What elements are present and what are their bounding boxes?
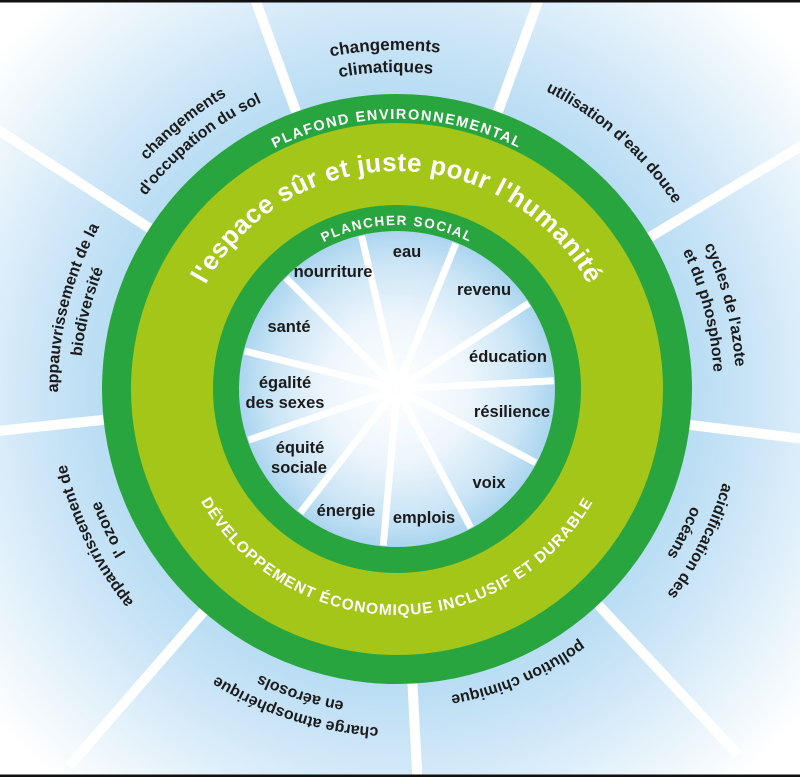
divider-ray	[400, 300, 531, 389]
divider-ray	[250, 0, 302, 115]
divider-ray	[492, 0, 544, 115]
divider-ray	[400, 388, 538, 466]
divider-ray	[0, 125, 154, 234]
social-label-egalite-line2: des sexes	[246, 394, 325, 412]
social-label-sante: santé	[267, 318, 310, 336]
bottom-border-line	[0, 774, 800, 777]
social-label-voix: voix	[472, 474, 506, 492]
divider-ray	[247, 387, 393, 444]
top-border-line	[0, 0, 800, 3]
social-label-revenu: revenu	[457, 281, 511, 299]
divider-ray	[297, 391, 397, 515]
social-label-eau: eau	[393, 243, 421, 261]
social-label-resilience: résilience	[474, 403, 550, 421]
divider-ray	[646, 141, 800, 242]
social-label-emplois: emplois	[393, 509, 455, 527]
inner-sector-dividers	[243, 235, 554, 546]
divider-ray	[283, 275, 396, 388]
divider-ray	[65, 607, 208, 770]
divider-ray	[0, 414, 106, 436]
divider-ray	[396, 242, 460, 385]
divider-ray	[688, 419, 800, 444]
divider-ray	[243, 347, 393, 391]
divider-ray	[358, 235, 400, 384]
social-label-energie: énergie	[317, 502, 376, 520]
social-label-egalite-line1: égalité	[259, 374, 311, 392]
divider-ray	[407, 682, 423, 777]
divider-ray	[402, 377, 554, 393]
divider-ray	[379, 394, 400, 546]
social-label-equite-line1: équité	[276, 439, 325, 457]
divider-ray	[396, 392, 474, 530]
social-label-equite-line2: sociale	[271, 459, 327, 477]
divider-ray	[593, 600, 742, 759]
social-label-nourriture: nourriture	[294, 263, 373, 281]
social-label-education: éducation	[469, 348, 547, 366]
